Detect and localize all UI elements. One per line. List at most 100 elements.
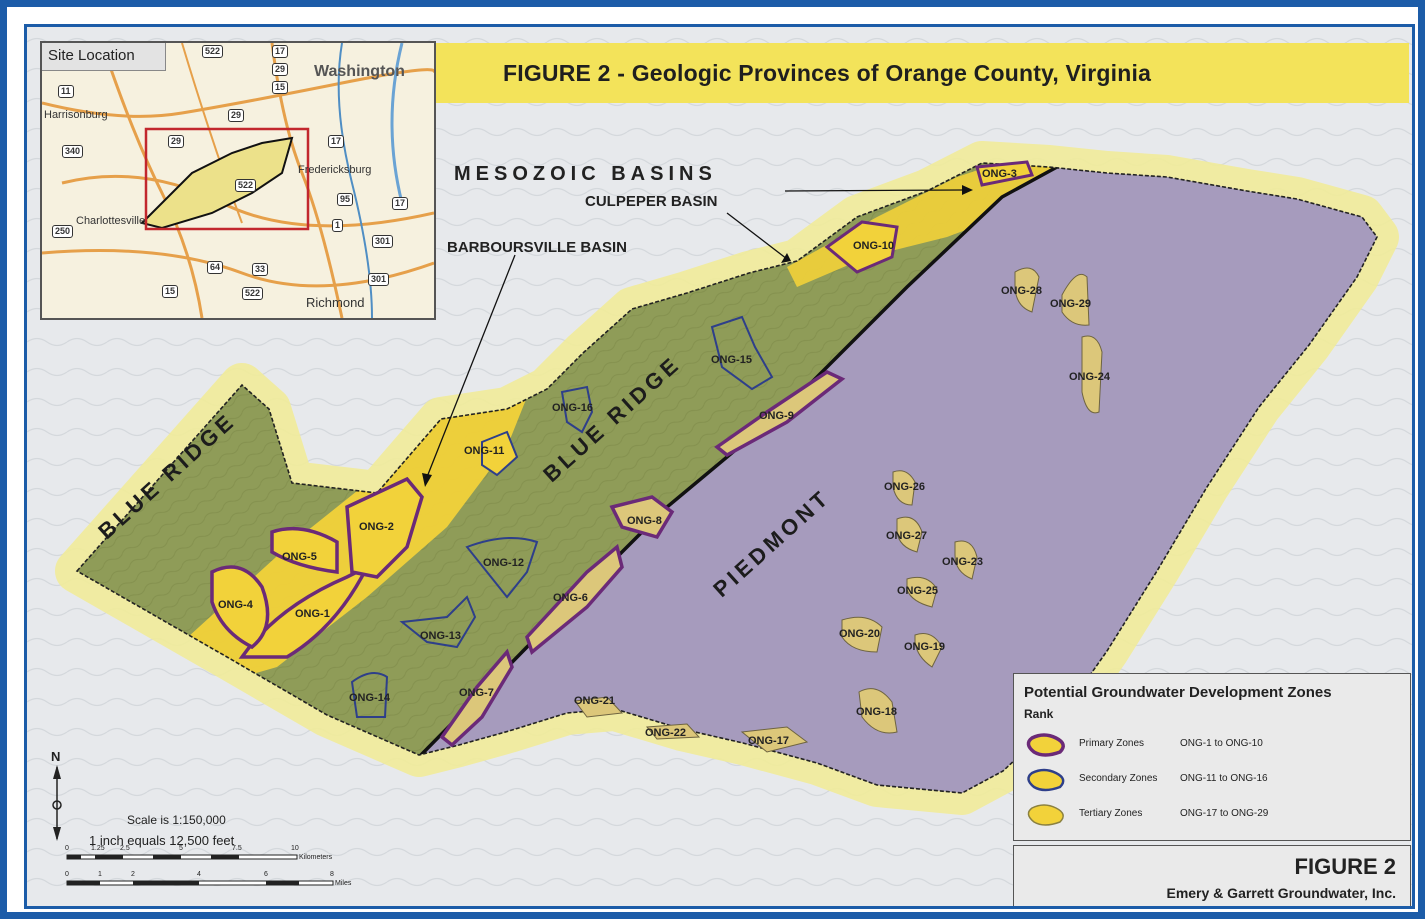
zone-ong-4[interactable] [210,565,270,650]
legend-rank-label: Rank [1024,707,1054,721]
scale-mile-unit: Miles [335,880,352,887]
map-title: FIGURE 2 - Geologic Provinces of Orange … [503,59,1152,86]
highway-shield: 17 [392,197,409,210]
zone-ong-24[interactable] [1081,335,1103,414]
scale-mile-tick: 8 [330,871,334,878]
zone-ong-29[interactable] [1061,273,1090,326]
zone-ong-13[interactable] [399,595,477,649]
zone-ong-2[interactable] [345,476,424,579]
highway-shield: 522 [202,45,224,58]
legend-swatch-secondary [1027,768,1065,792]
credit-box: FIGURE 2 Emery & Garrett Groundwater, In… [1013,845,1411,906]
zone-label: ONG-7 [459,687,494,699]
zone-ong-6[interactable] [525,543,624,655]
zone-label: ONG-10 [853,240,894,252]
zone-label: ONG-18 [856,706,897,718]
culpeper-arrowhead-2 [781,253,791,263]
zone-ong-3[interactable] [975,160,1035,187]
scale-km-tick: 7.5 [232,845,242,852]
zone-ong-7[interactable] [439,648,514,748]
zone-ong-21[interactable] [574,696,624,718]
scale-mile-tick: 0 [65,871,69,878]
credit-company: Emery & Garrett Groundwater, Inc. [1166,885,1396,901]
scale-km-tick: 2.5 [120,845,130,852]
scale-km-tick: 5 [179,845,183,852]
barboursville-arrow [426,254,516,478]
zone-ong-19[interactable] [914,633,943,668]
inset-city-charlottesville: Charlottesville [76,215,146,227]
zone-label: ONG-22 [645,727,686,739]
zone-label: ONG-27 [886,530,927,542]
zone-label: ONG-24 [1069,371,1110,383]
zone-ong-18[interactable] [858,688,898,734]
legend-range-primary: ONG-1 to ONG-10 [1180,738,1263,749]
barboursville-arrowhead [422,473,432,487]
annotation-mesozoic-basins: MESOZOIC BASINS [454,163,717,185]
zone-ong-17[interactable] [740,726,809,753]
zone-ong-15[interactable] [710,315,774,391]
zone-label: ONG-28 [1001,285,1042,297]
zone-ong-28[interactable] [1014,267,1040,313]
zone-label: ONG-5 [282,551,317,563]
credit-figure-label: FIGURE 2 [1294,854,1396,879]
zone-ong-5[interactable] [270,526,339,574]
inset-city-harrisonburg: Harrisonburg [44,109,108,121]
zone-ong-26[interactable] [892,470,916,506]
inset-label: Site Location [42,43,166,71]
highway-shield: 33 [252,263,269,276]
zone-ong-8[interactable] [609,495,675,540]
legend-name-primary: Primary Zones [1079,738,1145,749]
zone-label: ONG-8 [627,515,662,527]
legend-swatch-primary [1026,733,1065,757]
title-bar: FIGURE 2 - Geologic Provinces of Orange … [433,43,1409,103]
zone-label: ONG-6 [553,592,588,604]
zone-label: ONG-25 [897,585,938,597]
highway-shield: 301 [372,235,394,248]
zone-label: ONG-17 [748,735,789,747]
zone-label: ONG-16 [552,402,593,414]
zone-ong-23[interactable] [954,540,978,580]
highway-shield: 522 [242,287,264,300]
scale-ratio: Scale is 1:150,000 [127,813,226,827]
zone-ong-27[interactable] [896,516,923,553]
zone-ong-20[interactable] [841,616,883,653]
zone-label: ONG-23 [942,556,983,568]
inset-map: Site Location Washington Harrisonburg Fr… [40,41,436,320]
scale-km-tick: 1.25 [91,845,105,852]
zone-label: ONG-9 [759,410,794,422]
north-arrow-letter: N [51,749,61,764]
zone-ong-16[interactable] [560,385,594,434]
zone-label: ONG-21 [574,695,615,707]
zone-ong-25[interactable] [906,576,938,608]
zone-ong-22[interactable] [645,723,701,740]
primary-zone-shapes [210,160,1035,748]
legend-name-secondary: Secondary Zones [1079,773,1158,784]
highway-shield: 15 [272,81,289,94]
zone-ong-14[interactable] [350,672,389,718]
highway-shield: 301 [368,273,390,286]
zone-ong-11[interactable] [481,430,519,477]
zone-label: ONG-15 [711,354,752,366]
highway-shield: 29 [168,135,185,148]
scale-km-unit: Kilometers [299,854,333,861]
zone-label: ONG-2 [359,521,394,533]
legend-name-tertiary: Tertiary Zones [1079,808,1143,819]
map-panel: FIGURE 2 - Geologic Provinces of Orange … [24,24,1415,909]
zone-label: ONG-14 [349,692,390,704]
inset-city-washington: Washington [314,63,405,80]
zone-ong-12[interactable] [465,537,539,599]
inset-city-fredericksburg: Fredericksburg [298,164,372,176]
scale-km-tick: 10 [291,845,299,852]
zone-label: ONG-1 [295,608,330,620]
highway-shield: 340 [62,145,84,158]
zone-label: ONG-11 [464,445,505,457]
culpeper-arrowhead [962,185,973,195]
scale-bar-graphic [66,854,334,886]
zone-ong-9[interactable] [714,369,846,458]
culpeper-arrow-2 [726,212,788,260]
zone-ong-10[interactable] [824,220,899,274]
legend-title: Potential Groundwater Development Zones [1024,684,1332,701]
scale-mile-tick: 1 [98,871,102,878]
zone-label: ONG-20 [839,628,880,640]
